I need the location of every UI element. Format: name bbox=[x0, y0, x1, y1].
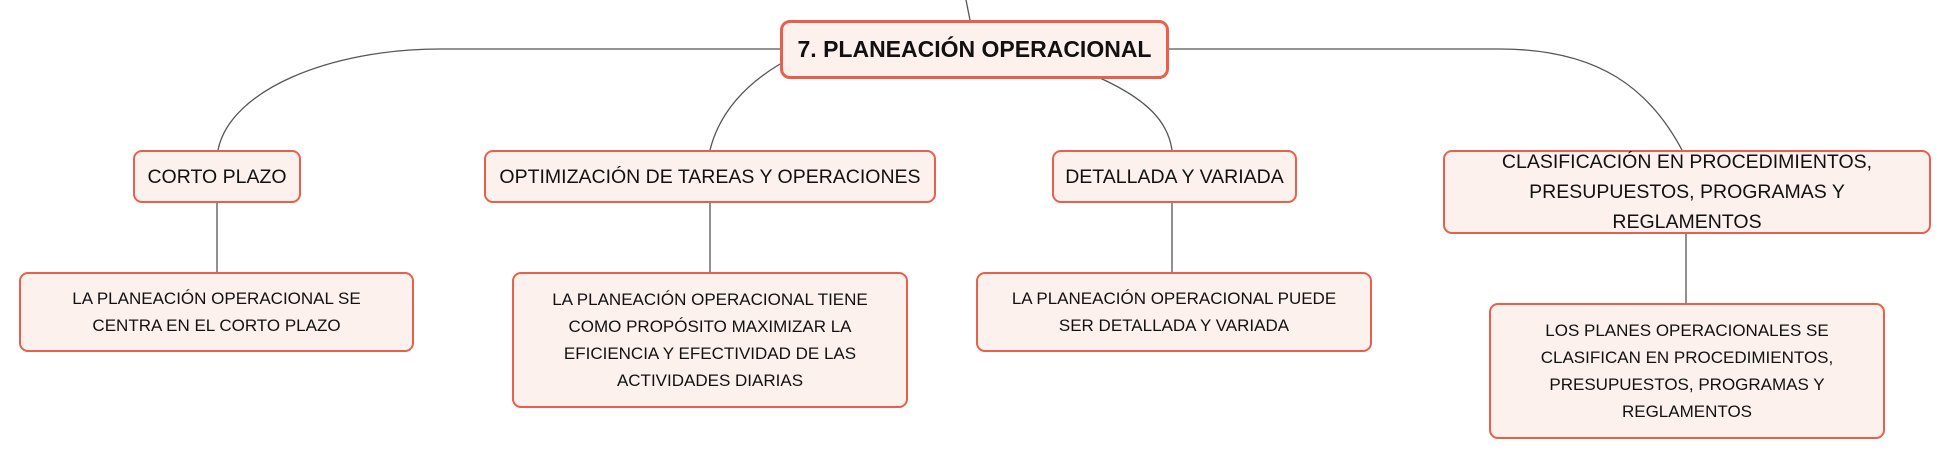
detail-optimizacion[interactable]: LA PLANEACIÓN OPERACIONAL TIENE COMO PRO… bbox=[512, 272, 908, 408]
topic-optimizacion[interactable]: OPTIMIZACIÓN DE TAREAS Y OPERACIONES bbox=[484, 150, 936, 203]
topic-detallada-label: DETALLADA Y VARIADA bbox=[1065, 165, 1284, 188]
detail-optimizacion-label: LA PLANEACIÓN OPERACIONAL TIENE COMO PRO… bbox=[552, 290, 868, 390]
connector-root-to-optimizacion bbox=[709, 63, 781, 151]
topic-clasificacion-label: CLASIFICACIÓN EN PROCEDIMIENTOS, PRESUPU… bbox=[1501, 151, 1873, 233]
topic-clasificacion[interactable]: CLASIFICACIÓN EN PROCEDIMIENTOS, PRESUPU… bbox=[1443, 150, 1931, 234]
detail-detallada[interactable]: LA PLANEACIÓN OPERACIONAL PUEDE SER DETA… bbox=[976, 272, 1372, 352]
detail-corto-plazo-label: LA PLANEACIÓN OPERACIONAL SE CENTRA EN E… bbox=[72, 289, 361, 335]
topic-corto-plazo-label: CORTO PLAZO bbox=[147, 165, 287, 188]
topic-corto-plazo[interactable]: CORTO PLAZO bbox=[133, 150, 301, 203]
detail-corto-plazo[interactable]: LA PLANEACIÓN OPERACIONAL SE CENTRA EN E… bbox=[19, 272, 414, 352]
detail-clasificacion[interactable]: LOS PLANES OPERACIONALES SE CLASIFICAN E… bbox=[1489, 303, 1885, 439]
topic-optimizacion-label: OPTIMIZACIÓN DE TAREAS Y OPERACIONES bbox=[499, 165, 921, 188]
root-topic-label: 7. PLANEACIÓN OPERACIONAL bbox=[797, 36, 1152, 62]
detail-detallada-label: LA PLANEACIÓN OPERACIONAL PUEDE SER DETA… bbox=[1011, 289, 1337, 335]
connector-parent-to-root bbox=[965, 0, 971, 21]
connector-root-to-clasificacion bbox=[1166, 48, 1683, 151]
root-topic[interactable]: 7. PLANEACIÓN OPERACIONAL bbox=[780, 20, 1169, 79]
topic-detallada[interactable]: DETALLADA Y VARIADA bbox=[1052, 150, 1297, 203]
detail-clasificacion-label: LOS PLANES OPERACIONALES SE CLASIFICAN E… bbox=[1540, 321, 1834, 421]
connector-root-to-detallada bbox=[1099, 77, 1173, 151]
connector-root-to-corto-plazo bbox=[217, 48, 780, 151]
